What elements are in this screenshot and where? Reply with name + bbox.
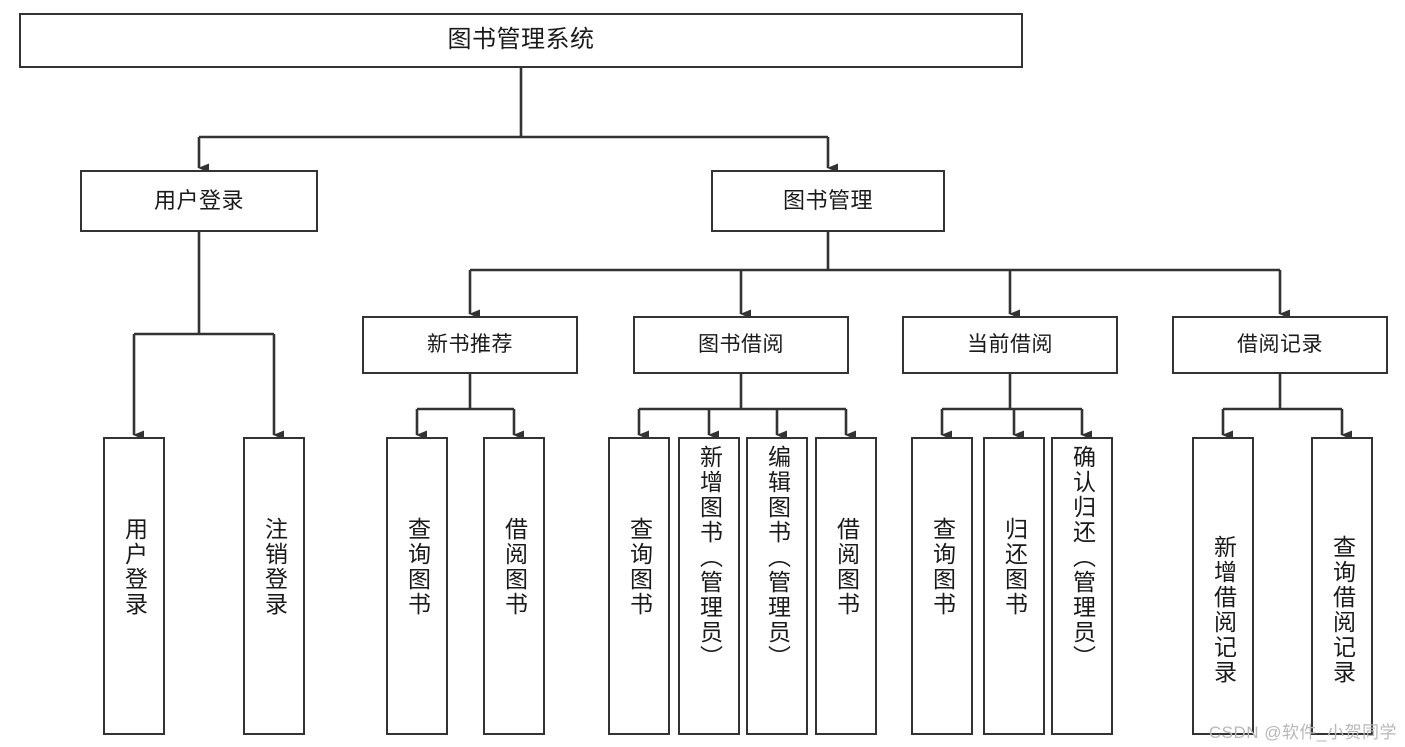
node-label-leaf-user-login: 用户登录 [121, 517, 148, 617]
node-leaf-user-logout[interactable]: 注销登录 [243, 437, 305, 735]
node-leaf-query-log[interactable]: 查询借阅记录 [1311, 437, 1373, 735]
node-label-current-borrow: 当前借阅 [967, 332, 1053, 356]
node-leaf-confirm-return[interactable]: 确认归还（管理员） [1051, 437, 1113, 735]
node-label-leaf-query-log: 查询借阅记录 [1329, 535, 1356, 685]
node-label-leaf-add-book: 新增图书（管理员） [696, 445, 723, 670]
node-leaf-borrow-book-2[interactable]: 借阅图书 [815, 437, 877, 735]
node-label-user-login: 用户登录 [153, 188, 244, 214]
node-current-borrow[interactable]: 当前借阅 [902, 316, 1118, 374]
node-user-login[interactable]: 用户登录 [80, 170, 318, 232]
node-leaf-borrow-book-1[interactable]: 借阅图书 [483, 437, 545, 735]
node-label-leaf-query-book-3: 查询图书 [929, 517, 956, 617]
node-label-book-borrow: 图书借阅 [698, 332, 784, 356]
node-label-leaf-query-book-2: 查询图书 [626, 517, 653, 617]
node-leaf-user-login[interactable]: 用户登录 [103, 437, 165, 735]
node-label-leaf-edit-book: 编辑图书（管理员） [764, 445, 791, 670]
node-leaf-add-log[interactable]: 新增借阅记录 [1192, 437, 1254, 735]
node-label-leaf-query-book-1: 查询图书 [404, 517, 431, 617]
node-label-leaf-borrow-book-2: 借阅图书 [833, 517, 860, 617]
node-label-root: 图书管理系统 [447, 26, 595, 54]
node-new-book-rec[interactable]: 新书推荐 [362, 316, 578, 374]
node-book-borrow[interactable]: 图书借阅 [633, 316, 849, 374]
node-leaf-add-book[interactable]: 新增图书（管理员） [678, 437, 740, 735]
node-label-new-book-rec: 新书推荐 [427, 332, 513, 356]
node-book-manage[interactable]: 图书管理 [711, 170, 945, 232]
node-label-leaf-confirm-return: 确认归还（管理员） [1069, 445, 1096, 670]
node-label-leaf-user-logout: 注销登录 [261, 517, 288, 617]
node-leaf-query-book-3[interactable]: 查询图书 [911, 437, 973, 735]
node-label-book-manage: 图书管理 [782, 188, 873, 214]
node-leaf-query-book-2[interactable]: 查询图书 [608, 437, 670, 735]
node-label-borrow-log: 借阅记录 [1237, 332, 1323, 356]
node-leaf-edit-book[interactable]: 编辑图书（管理员） [746, 437, 808, 735]
node-root[interactable]: 图书管理系统 [19, 13, 1023, 68]
node-label-leaf-borrow-book-1: 借阅图书 [501, 517, 528, 617]
node-leaf-query-book-1[interactable]: 查询图书 [386, 437, 448, 735]
node-borrow-log[interactable]: 借阅记录 [1172, 316, 1388, 374]
node-leaf-return-book[interactable]: 归还图书 [983, 437, 1045, 735]
node-label-leaf-add-log: 新增借阅记录 [1210, 535, 1237, 685]
watermark-text: CSDN @软件_小贺同学 [1208, 723, 1397, 742]
node-label-leaf-return-book: 归还图书 [1001, 517, 1028, 617]
